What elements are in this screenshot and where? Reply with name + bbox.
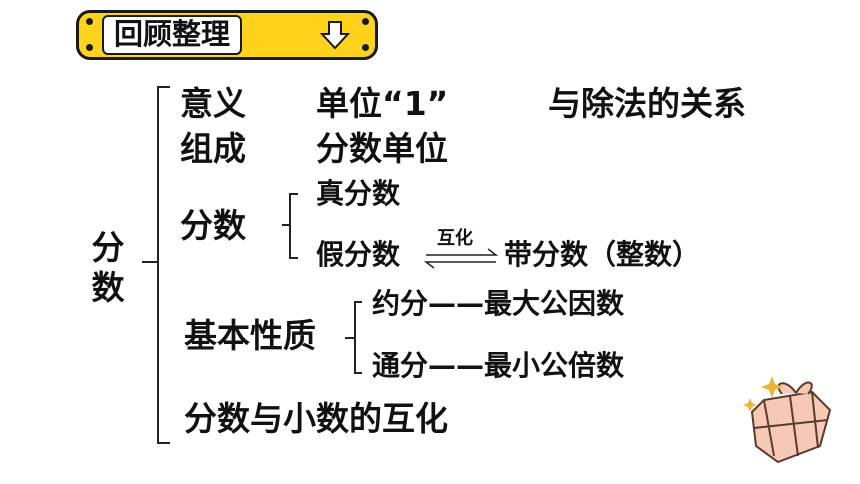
item-common-denominator: 通分——最小公倍数 <box>372 349 625 382</box>
page-title: 回顾整理 <box>102 15 243 55</box>
item-basic-property: 基本性质 <box>184 316 316 355</box>
convert-label: 互化 <box>437 228 473 249</box>
item-proper-fraction: 真分数 <box>316 177 401 210</box>
item-unit-one: 单位“1” <box>316 84 449 123</box>
badge-dot <box>362 44 369 51</box>
item-division: 与除法的关系 <box>548 84 746 123</box>
item-reduce: 约分——最大公因数 <box>372 287 625 320</box>
item-mixed-number: 带分数（整数） <box>504 238 701 271</box>
item-meaning: 意义 <box>180 84 246 123</box>
item-composition: 组成 <box>180 129 246 168</box>
item-improper-fraction: 假分数 <box>316 238 401 271</box>
item-decimal-conversion: 分数与小数的互化 <box>184 399 448 438</box>
badge-dot <box>362 18 369 25</box>
badge-dot <box>86 18 93 25</box>
root-label: 分数 <box>91 228 125 307</box>
item-fraction: 分数 <box>180 206 246 245</box>
badge-dot <box>86 44 93 51</box>
item-fraction-unit: 分数单位 <box>316 129 448 168</box>
